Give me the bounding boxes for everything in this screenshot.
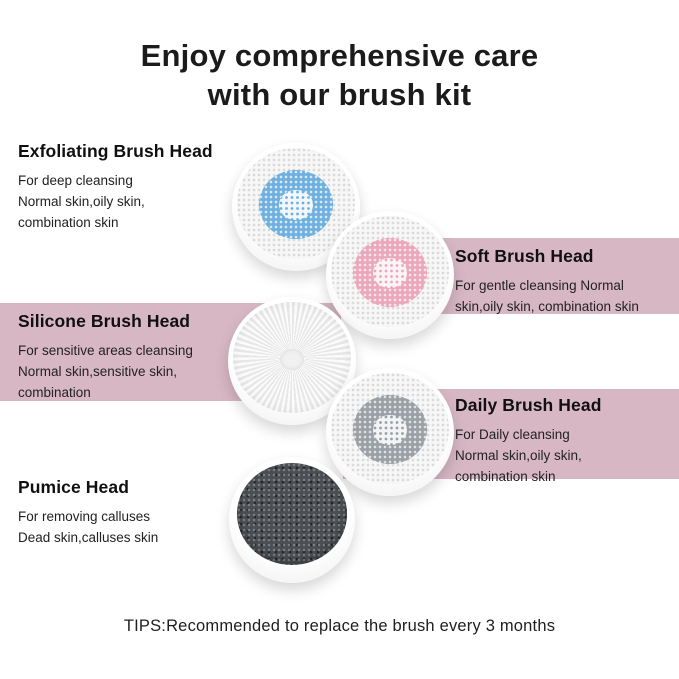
page-title: Enjoy comprehensive care with our brush … <box>0 36 679 114</box>
pumice-head-image <box>229 457 355 583</box>
section-description-line: Normal skin,sensitive skin, <box>18 364 178 379</box>
section-description-line: combination skin <box>455 469 556 484</box>
title-line-2: with our brush kit <box>207 77 472 112</box>
section-description-line: combination skin <box>18 215 119 230</box>
section-description-line: combination <box>18 385 91 400</box>
section-heading: Soft Brush Head <box>455 246 594 266</box>
bristle-center <box>373 415 407 445</box>
section-silicone: Silicone Brush Head For sensitive areas … <box>18 311 263 403</box>
bristle-blue-ring <box>258 169 334 239</box>
section-heading: Exfoliating Brush Head <box>18 141 213 161</box>
pumice-stone-face <box>236 463 348 566</box>
section-description-line: For sensitive areas cleansing <box>18 343 193 358</box>
daily-brush-image <box>326 368 454 496</box>
section-description-line: For deep cleansing <box>18 173 133 188</box>
section-description-line: skin,oily skin, combination skin <box>455 299 639 314</box>
section-exfoliating: Exfoliating Brush Head For deep cleansin… <box>18 141 253 233</box>
exfoliating-brush-image <box>232 143 360 271</box>
section-daily: Daily Brush Head For Daily cleansing Nor… <box>455 395 673 487</box>
bristle-pink-ring <box>352 237 428 307</box>
section-description-line: Normal skin,oily skin, <box>18 194 145 209</box>
section-soft: Soft Brush Head For gentle cleansing Nor… <box>455 246 673 317</box>
bristle-center <box>373 258 407 288</box>
section-description-line: Dead skin,calluses skin <box>18 530 159 545</box>
soft-brush-image <box>326 211 454 339</box>
bristle-center <box>279 190 313 220</box>
section-description-line: For removing calluses <box>18 509 151 524</box>
section-heading: Silicone Brush Head <box>18 311 191 331</box>
section-heading: Daily Brush Head <box>455 395 602 415</box>
section-description-line: For Daily cleansing <box>455 427 570 442</box>
silicone-center <box>280 349 304 370</box>
section-description-line: Normal skin,oily skin, <box>455 448 582 463</box>
section-pumice: Pumice Head For removing calluses Dead s… <box>18 477 253 548</box>
title-line-1: Enjoy comprehensive care <box>140 38 539 73</box>
tips-text: TIPS:Recommended to replace the brush ev… <box>123 617 556 635</box>
section-heading: Pumice Head <box>18 477 130 497</box>
section-description-line: For gentle cleansing Normal <box>455 278 624 293</box>
